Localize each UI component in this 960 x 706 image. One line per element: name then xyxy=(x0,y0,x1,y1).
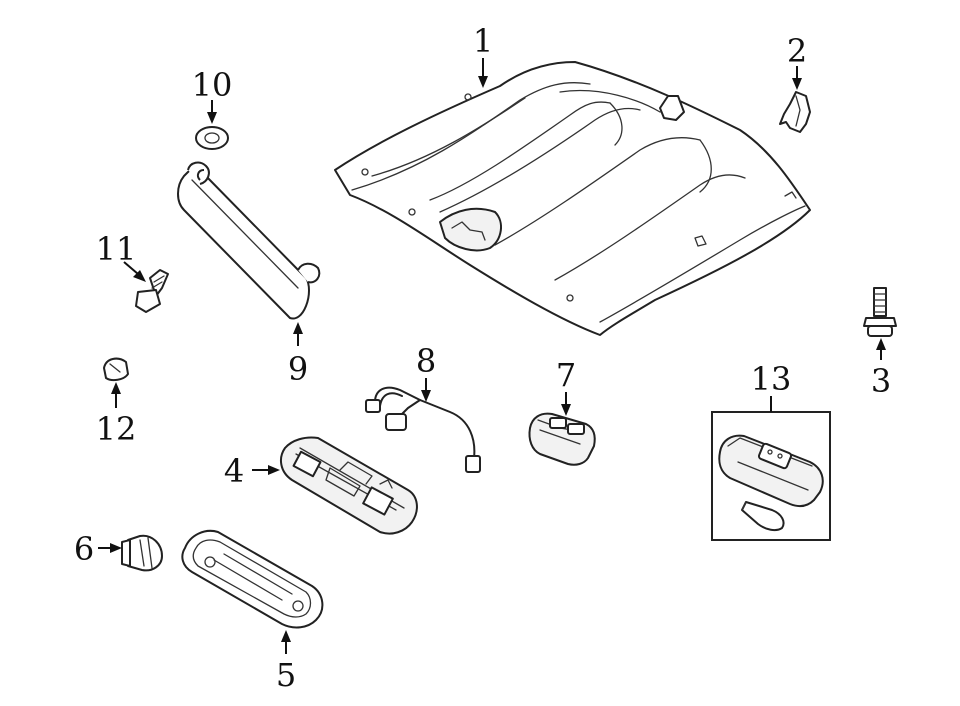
headliner[interactable] xyxy=(334,61,811,336)
callout-labels: 1 2 3 4 5 6 7 8 9 10 11 12 13 xyxy=(74,22,891,694)
callout-1: 1 xyxy=(473,22,493,60)
wire-harness[interactable] xyxy=(365,386,481,473)
callout-12: 12 xyxy=(96,410,137,448)
dome-lamp-housing[interactable] xyxy=(279,436,418,535)
bulb-6[interactable] xyxy=(121,534,163,572)
bolt-3[interactable] xyxy=(863,287,897,337)
callout-7: 7 xyxy=(556,356,576,394)
callout-5: 5 xyxy=(276,656,296,694)
screw-11[interactable] xyxy=(135,269,169,313)
washer-10[interactable] xyxy=(195,126,229,150)
clip-2[interactable] xyxy=(779,91,811,133)
sun-visor[interactable] xyxy=(177,161,321,320)
callout-13: 13 xyxy=(751,360,792,398)
clip-12[interactable] xyxy=(103,357,129,382)
callout-2: 2 xyxy=(787,32,807,70)
lamp-assembly-13[interactable] xyxy=(711,411,831,541)
callout-11: 11 xyxy=(96,230,137,268)
callout-3: 3 xyxy=(871,362,891,400)
dome-lamp-lens[interactable] xyxy=(181,529,324,629)
callout-arrows xyxy=(98,58,886,654)
callout-4: 4 xyxy=(224,452,244,490)
callout-9: 9 xyxy=(288,350,308,388)
map-lamp-7[interactable] xyxy=(528,412,596,466)
callout-6: 6 xyxy=(74,530,94,568)
callout-8: 8 xyxy=(416,342,436,380)
callout-10: 10 xyxy=(192,66,233,104)
